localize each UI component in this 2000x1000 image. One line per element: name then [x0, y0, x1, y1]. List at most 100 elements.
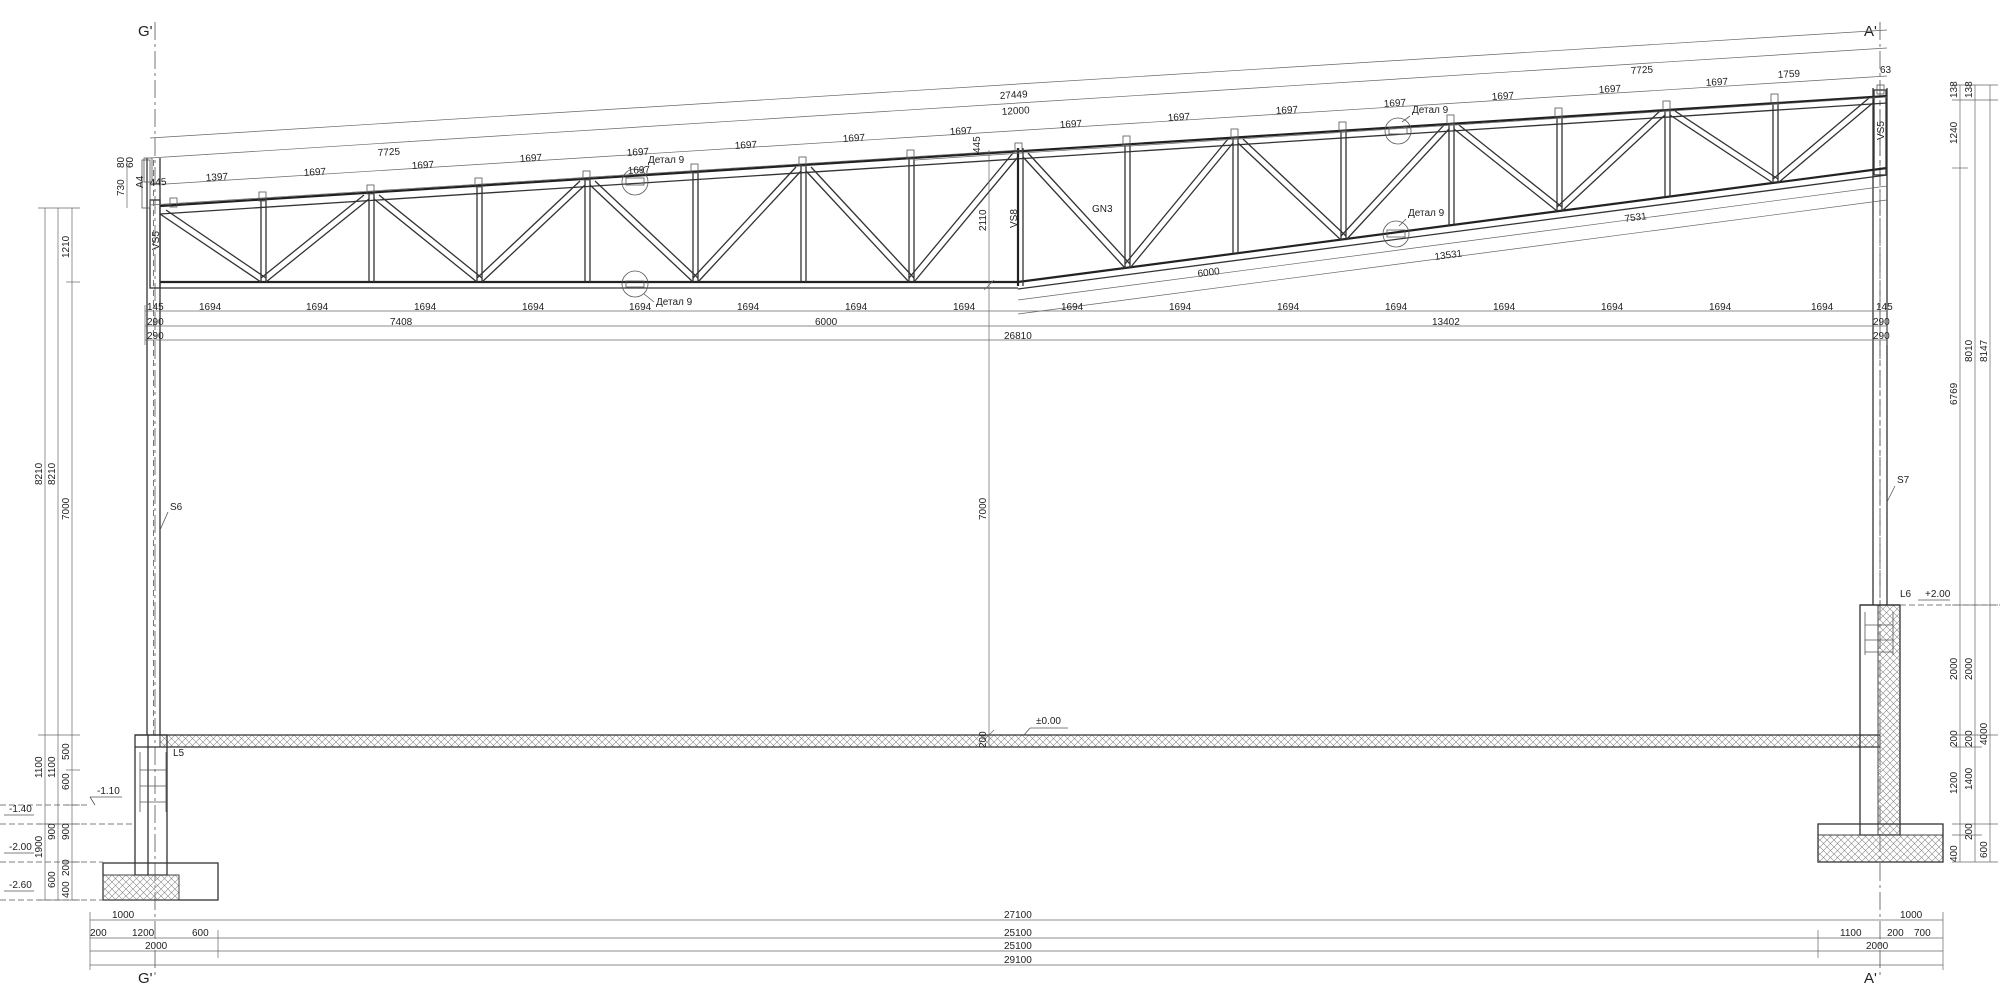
dim-1697-4: 1697 — [626, 147, 649, 159]
dim-1900: 1900 — [34, 835, 45, 858]
dim-400-left: 400 — [61, 881, 72, 898]
dim-290-d: 290 — [1873, 331, 1890, 342]
dim-600-bottom: 600 — [192, 928, 209, 939]
dim-1694-1: 1694 — [199, 302, 222, 313]
dim-6000-bottom: 6000 — [1197, 266, 1221, 280]
right-foundation — [1817, 604, 2000, 863]
dim-1694-11: 1694 — [1277, 302, 1300, 313]
dim-1694-10: 1694 — [1169, 302, 1192, 313]
dim-1694-7: 1694 — [845, 302, 868, 313]
dim-145-left: 145 — [147, 302, 164, 313]
dim-2110: 2110 — [978, 209, 989, 231]
right-vertical-dims: 138 138 1240 8010 8147 6769 2000 2000 40… — [1949, 81, 1998, 863]
dim-290-a: 290 — [147, 317, 164, 328]
dim-400-right: 400 — [1949, 845, 1960, 862]
dim-7408: 7408 — [390, 317, 413, 328]
dim-138-b: 138 — [1964, 81, 1975, 98]
dim-200-r-b: 200 — [1964, 730, 1975, 747]
dim-1697-8: 1697 — [1059, 119, 1082, 131]
detail-9-bottom-left: Детал 9 — [656, 297, 693, 308]
dim-1697-2: 1697 — [411, 160, 434, 172]
left-vertical-dims: 8210 8210 1210 7000 1100 1100 500 600 19… — [34, 156, 136, 901]
floor-slab — [135, 734, 1881, 748]
label-l5: L5 — [173, 748, 185, 759]
dim-730: 730 — [116, 179, 127, 196]
label-vs5-left: VS5 — [151, 231, 162, 250]
dim-1100-bottom: 1100 — [1840, 928, 1862, 939]
axis-g-bottom-label: G' — [138, 970, 153, 987]
dim-6769: 6769 — [1949, 382, 1960, 405]
dim-1697-13: 1697 — [1598, 84, 1621, 96]
columns — [143, 88, 1888, 735]
dim-1200: 1200 — [1949, 771, 1960, 794]
dim-80: 80 — [116, 156, 127, 168]
dim-12000: 12000 — [1001, 105, 1030, 118]
dim-26810: 26810 — [1004, 331, 1032, 342]
detail-9-bottom-right: Детал 9 — [1408, 208, 1445, 219]
dim-2000-bottom-left: 2000 — [145, 941, 168, 952]
dim-1694-15: 1694 — [1709, 302, 1732, 313]
dim-500: 500 — [61, 743, 72, 760]
dim-1200-bottom: 1200 — [132, 928, 155, 939]
dim-63: 63 — [1880, 65, 1892, 76]
dim-8210-b: 8210 — [47, 462, 58, 485]
dim-290-b: 290 — [1873, 317, 1890, 328]
dim-1694-8: 1694 — [953, 302, 976, 313]
dim-8147: 8147 — [1979, 339, 1990, 362]
dim-1697-3: 1697 — [519, 153, 542, 165]
dim-7000-mid: 7000 — [978, 497, 989, 520]
top-chord-dims: 27449 12000 7725 7725 63 1759 445 1397 4… — [149, 29, 1892, 206]
dim-60: 60 — [125, 156, 136, 168]
dim-1694-16: 1694 — [1811, 302, 1834, 313]
dim-1694-5: 1694 — [629, 302, 652, 313]
dim-1697-11: 1697 — [1383, 98, 1406, 110]
dim-1697-14: 1697 — [1705, 77, 1728, 89]
dim-1000-right: 1000 — [1900, 910, 1923, 921]
dim-1697-10: 1697 — [1275, 105, 1298, 117]
grid-axes: G' G' A' A' — [138, 22, 1881, 987]
level-minus140: -1.40 — [9, 804, 32, 815]
dim-1400: 1400 — [1964, 767, 1975, 790]
dim-200-r-a: 200 — [1949, 730, 1960, 747]
dim-1697-5: 1697 — [734, 140, 757, 152]
dim-200-mid: 200 — [978, 731, 989, 748]
dim-7725-right: 7725 — [1630, 65, 1653, 77]
detail-labels: Детал 9 Детал 9 Детал 9 Детал 9 — [637, 105, 1449, 308]
dim-1694-2: 1694 — [306, 302, 329, 313]
truss-gn3 — [141, 84, 1888, 298]
dim-290-c: 290 — [147, 331, 164, 342]
bottom-chord-dims: 6000 13531 7531 — [1017, 185, 1888, 315]
bottom-horizontal-dims: 1000 27100 1000 200 1200 600 25100 1100 … — [89, 910, 1944, 970]
left-foundation — [0, 734, 219, 901]
dim-1694-14: 1694 — [1601, 302, 1624, 313]
dim-1694-9: 1694 — [1061, 302, 1084, 313]
dim-1100-b: 1100 — [47, 756, 58, 778]
dim-600-right: 600 — [1979, 841, 1990, 858]
dim-7000-left: 7000 — [61, 497, 72, 520]
dim-4000: 4000 — [1979, 722, 1990, 745]
dim-145-right: 145 — [1876, 302, 1893, 313]
level-minus260: -2.60 — [9, 880, 32, 891]
dim-13531: 13531 — [1434, 248, 1463, 263]
dim-900-b: 900 — [61, 823, 72, 840]
dim-445-left: 445 — [149, 177, 167, 189]
dim-7531: 7531 — [1624, 211, 1648, 225]
label-l6: L6 — [1900, 589, 1912, 600]
dim-27100: 27100 — [1004, 910, 1032, 921]
label-s6: S6 — [170, 502, 183, 513]
label-gn3: GN3 — [1092, 204, 1113, 215]
dim-6000-row: 6000 — [815, 317, 838, 328]
dim-1697-7: 1697 — [949, 126, 972, 138]
label-s7: S7 — [1897, 475, 1910, 486]
dim-138-a: 138 — [1949, 81, 1960, 98]
dim-8010: 8010 — [1964, 339, 1975, 362]
level-zero: ±0.00 — [1036, 716, 1061, 727]
dim-7725-left: 7725 — [377, 147, 400, 159]
level-marks: ±0.00 +2.00 -1.10 -1.40 -2.00 -2.60 — [4, 589, 1951, 892]
dim-600-b: 600 — [47, 871, 58, 888]
dim-1697-12: 1697 — [1491, 91, 1514, 103]
dim-900-a: 900 — [47, 823, 58, 840]
label-a4: A4 — [135, 175, 146, 188]
dim-1694-12: 1694 — [1385, 302, 1408, 313]
dim-1694-4: 1694 — [522, 302, 545, 313]
